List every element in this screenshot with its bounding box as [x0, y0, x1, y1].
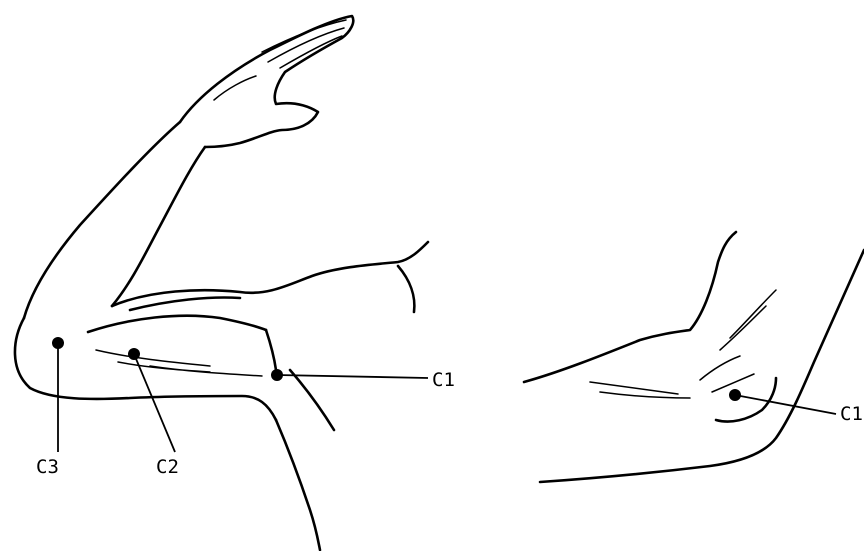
shoulder-top [130, 298, 240, 311]
forearm-bottom-edge [540, 250, 864, 482]
point-c3-label: C3 [36, 456, 59, 478]
point-c1-label: C1 [432, 369, 455, 391]
armpit-line [266, 330, 276, 370]
biceps-inner [88, 316, 266, 332]
crease-lines [590, 290, 776, 398]
elbow-outline [15, 318, 276, 420]
point-c2-label: C2 [156, 456, 179, 478]
biceps-top [112, 242, 428, 306]
deltoid [398, 266, 414, 312]
right-points: C1 [729, 389, 863, 425]
torso-side [276, 420, 320, 550]
left-points: C3 C2 C1 [36, 337, 455, 478]
raised-arm-illustration [15, 16, 428, 550]
hand-outline [180, 16, 353, 147]
forearm-top-edge [524, 232, 736, 382]
forearm-inner [112, 147, 205, 306]
point-c1-leader [277, 375, 428, 378]
bent-elbow-illustration [524, 232, 864, 482]
right-point-c1-label: C1 [840, 403, 863, 425]
elbow-crease [716, 378, 776, 422]
finger-lines [214, 20, 346, 100]
right-point-c1-leader [735, 395, 836, 414]
forearm-outer [24, 122, 180, 318]
torso-fold [290, 370, 334, 430]
muscle-shading [96, 350, 262, 376]
